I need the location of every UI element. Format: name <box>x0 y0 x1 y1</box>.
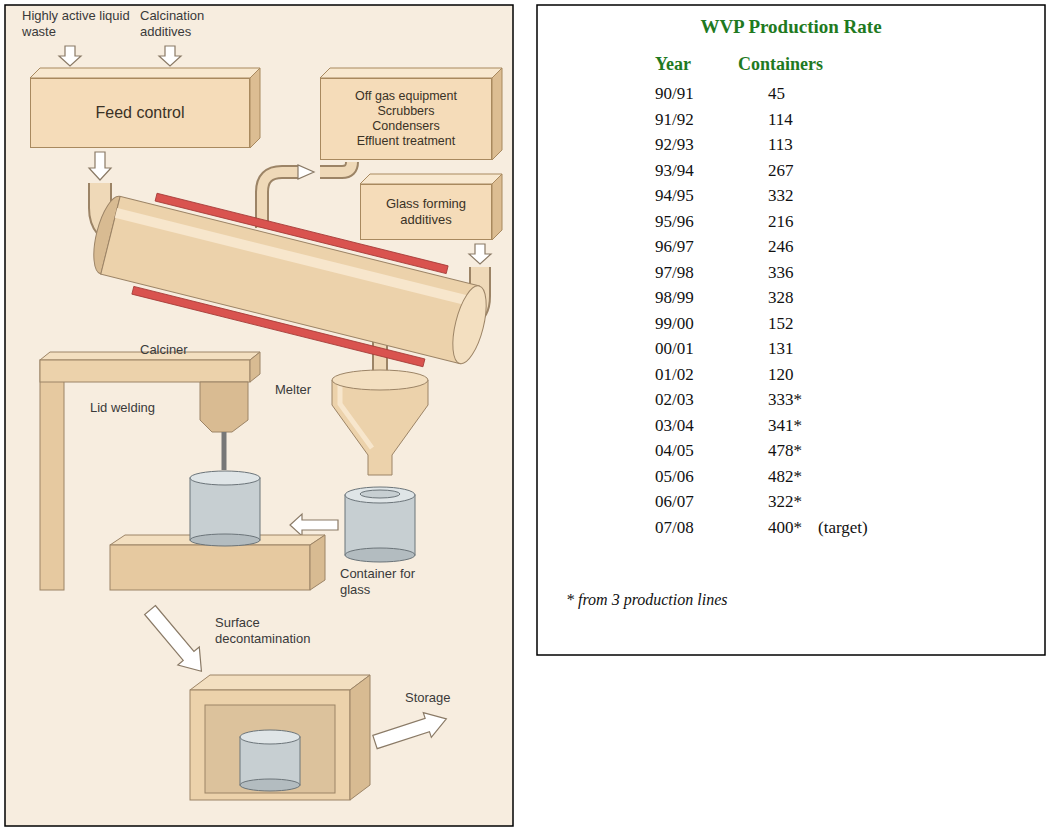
part-label: Container for glass <box>340 566 432 597</box>
calciner <box>84 181 495 378</box>
table-year: 06/07 <box>655 492 694 512</box>
decon-arrow <box>139 601 212 680</box>
table-year: 91/92 <box>655 110 694 130</box>
step-label: Surface decontamination <box>215 615 335 646</box>
part-label: Lid welding <box>90 400 155 416</box>
step-label: Storage <box>405 690 451 706</box>
table-year: 05/06 <box>655 467 694 487</box>
box-text: Off gas equipment <box>355 89 457 104</box>
table-count: 482* <box>768 467 802 487</box>
table-count: 478* <box>768 441 802 461</box>
table-count: 341* <box>768 416 802 436</box>
table-count: 333* <box>768 390 802 410</box>
box-text: Condensers <box>372 119 439 134</box>
column-header: Year <box>655 54 691 76</box>
offgas-arrowhead <box>298 165 314 179</box>
table-count: 328 <box>768 288 794 308</box>
storage-arrow <box>371 706 450 754</box>
box-text: Effluent treatment <box>357 134 455 149</box>
table-year: 04/05 <box>655 441 694 461</box>
table-year: 95/96 <box>655 212 694 232</box>
table-year: 93/94 <box>655 161 694 181</box>
table-count: 114 <box>768 110 793 130</box>
part-label: Melter <box>275 382 311 398</box>
table-count: 216 <box>768 212 794 232</box>
table-year: 97/98 <box>655 263 694 283</box>
transfer-arrow <box>290 514 338 536</box>
table-count: 246 <box>768 237 794 257</box>
table-year: 98/99 <box>655 288 694 308</box>
table-year: 01/02 <box>655 365 694 385</box>
table-count: 322* <box>768 492 802 512</box>
process-box: Off gas equipmentScrubbersCondensersEffl… <box>320 78 492 160</box>
table-count: 267 <box>768 161 794 181</box>
table-count: 113 <box>768 135 793 155</box>
table-year: 07/08 <box>655 518 694 538</box>
box-text: Scrubbers <box>378 104 435 119</box>
table-count: 152 <box>768 314 794 334</box>
table-year: 00/01 <box>655 339 694 359</box>
table-count: 336 <box>768 263 794 283</box>
table-year: 96/97 <box>655 237 694 257</box>
table-year: 92/93 <box>655 135 694 155</box>
part-label: Calciner <box>140 342 188 358</box>
table-panel <box>537 5 1045 655</box>
table-year: 03/04 <box>655 416 694 436</box>
table-year: 99/00 <box>655 314 694 334</box>
melter <box>332 370 428 475</box>
column-header: Containers <box>738 54 823 76</box>
glass-container <box>345 487 415 562</box>
lid-welding-machine <box>40 352 325 590</box>
process-box: Glass forming additives <box>360 184 492 240</box>
table-title: WVP Production Rate <box>537 16 1045 38</box>
decontamination-cell <box>190 675 370 800</box>
table-count: 131 <box>768 339 794 359</box>
table-year: 02/03 <box>655 390 694 410</box>
table-count: 332 <box>768 186 794 206</box>
footnote: * from 3 production lines <box>566 590 727 609</box>
input-label: Calcination additives <box>140 8 232 39</box>
table-count: 400* <box>768 518 802 538</box>
table-note: (target) <box>818 518 868 538</box>
table-count: 120 <box>768 365 794 385</box>
table-year: 90/91 <box>655 84 694 104</box>
box-text: Feed control <box>96 103 185 122</box>
box-text: Glass forming additives <box>369 196 483 227</box>
process-box: Feed control <box>30 78 250 148</box>
table-count: 45 <box>768 84 785 104</box>
left-panel <box>5 5 513 826</box>
input-label: Highly active liquid waste <box>22 8 134 39</box>
table-year: 94/95 <box>655 186 694 206</box>
